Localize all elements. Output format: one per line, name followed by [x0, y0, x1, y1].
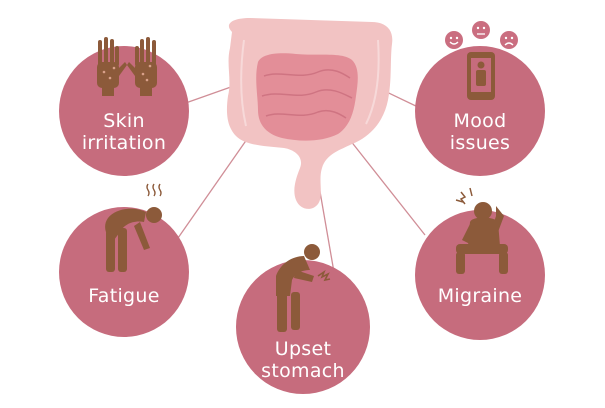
connector-migraine — [349, 139, 426, 236]
mood-issues-label: Mood issues — [430, 110, 530, 154]
mood-label-line-1: Mood — [453, 110, 507, 132]
mood-label-line-2: issues — [449, 132, 511, 154]
connector-stomach — [317, 179, 336, 279]
upset-stomach-label: Upset stomach — [253, 338, 353, 382]
tired-person-icon — [105, 183, 162, 272]
skin-label-line-2: irritation — [81, 132, 167, 154]
skin-irritation-label: Skin irritation — [74, 110, 174, 154]
intestine-icon — [226, 18, 393, 209]
neutral-face-icon — [472, 21, 490, 39]
connector-fatigue — [177, 131, 253, 239]
sad-face-icon — [500, 31, 518, 49]
migraine-label-line-1: Migraine — [437, 285, 523, 307]
stomach-label-line-2: stomach — [261, 360, 345, 382]
migraine-label: Migraine — [430, 285, 530, 307]
phone-mood-icon — [445, 21, 518, 100]
skin-label-line-1: Skin — [103, 110, 145, 132]
happy-face-icon — [445, 31, 463, 49]
hands-icon — [97, 37, 157, 96]
stomach-ache-person-icon — [276, 244, 331, 332]
mood-issues-circle — [415, 46, 545, 176]
upset-stomach-circle — [236, 260, 370, 394]
migraine-circle — [415, 210, 545, 340]
headache-person-icon — [455, 187, 508, 274]
fatigue-label: Fatigue — [74, 285, 174, 307]
stomach-label-line-1: Upset — [274, 338, 332, 360]
fatigue-label-line-1: Fatigue — [88, 285, 160, 307]
